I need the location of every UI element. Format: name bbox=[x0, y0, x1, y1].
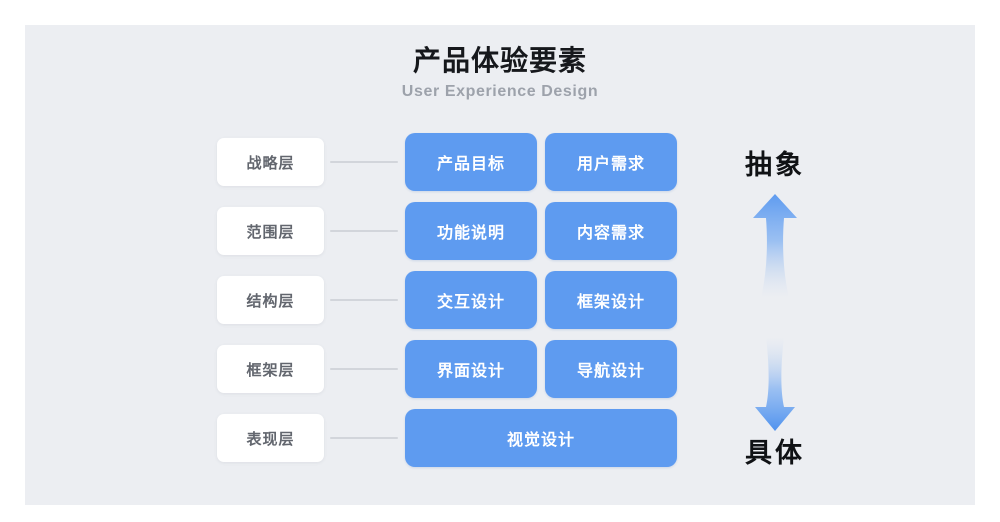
element-card[interactable]: 内容需求 bbox=[545, 202, 677, 260]
layer-matrix: 战略层 产品目标用户需求范围层 功能说明内容需求结构层 交互设计框架设计框架层 界面设计… bbox=[25, 25, 975, 505]
layer-label-card[interactable]: 战略层 bbox=[217, 138, 324, 186]
slide-canvas: 产品体验要素 User Experience Design 战略层 产品目标用户需… bbox=[25, 25, 975, 505]
layer-connector-line bbox=[330, 437, 398, 439]
element-card-group: 界面设计导航设计 bbox=[405, 340, 677, 398]
axis-label-concrete: 具体 bbox=[745, 438, 805, 468]
element-card-group: 产品目标用户需求 bbox=[405, 133, 677, 191]
layer-row: 框架层 界面设计导航设计 bbox=[217, 340, 677, 398]
layer-row: 表现层 视觉设计 bbox=[217, 409, 677, 467]
page-title: 产品体验要素 bbox=[412, 45, 587, 76]
abstraction-axis: 抽象 bbox=[705, 120, 845, 480]
layer-connector-line bbox=[330, 230, 398, 232]
element-card[interactable]: 视觉设计 bbox=[405, 409, 677, 467]
arrow-down-gradient-icon bbox=[745, 335, 805, 435]
layer-connector-line bbox=[330, 161, 398, 163]
layer-label-card[interactable]: 表现层 bbox=[217, 414, 324, 462]
element-card[interactable]: 界面设计 bbox=[405, 340, 537, 398]
layer-row: 战略层 产品目标用户需求 bbox=[217, 133, 677, 191]
layer-row: 结构层 交互设计框架设计 bbox=[217, 271, 677, 329]
page-subtitle: User Experience Design bbox=[401, 83, 599, 100]
element-card[interactable]: 功能说明 bbox=[405, 202, 537, 260]
element-card[interactable]: 导航设计 bbox=[545, 340, 677, 398]
layer-label-card[interactable]: 结构层 bbox=[217, 276, 324, 324]
axis-label-abstract: 抽象 bbox=[745, 150, 805, 180]
slide-header: 产品体验要素 User Experience Design bbox=[25, 25, 975, 101]
arrow-up-gradient-icon bbox=[745, 192, 805, 300]
element-card[interactable]: 产品目标 bbox=[405, 133, 537, 191]
layer-label-card[interactable]: 框架层 bbox=[217, 345, 324, 393]
layer-label-card[interactable]: 范围层 bbox=[217, 207, 324, 255]
element-card[interactable]: 用户需求 bbox=[545, 133, 677, 191]
element-card-group: 功能说明内容需求 bbox=[405, 202, 677, 260]
element-card[interactable]: 交互设计 bbox=[405, 271, 537, 329]
layer-connector-line bbox=[330, 368, 398, 370]
layer-row: 范围层 功能说明内容需求 bbox=[217, 202, 677, 260]
element-card-group: 交互设计框架设计 bbox=[405, 271, 677, 329]
element-card-group: 视觉设计 bbox=[405, 409, 677, 467]
element-card[interactable]: 框架设计 bbox=[545, 271, 677, 329]
layer-connector-line bbox=[330, 299, 398, 301]
